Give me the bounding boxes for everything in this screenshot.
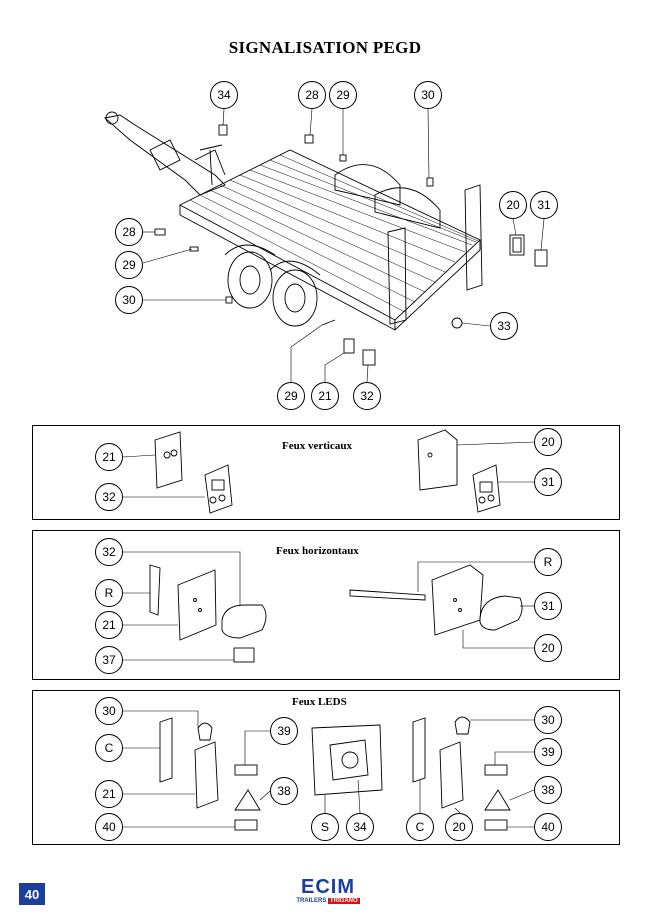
callout-S-led: S bbox=[311, 813, 339, 841]
callout-21-bottom: 21 bbox=[311, 382, 339, 410]
callout-34-led: 34 bbox=[346, 813, 374, 841]
vertical-lights-frame bbox=[32, 425, 620, 520]
callout-20-vertical: 20 bbox=[534, 428, 562, 456]
callout-29-bottom: 29 bbox=[277, 382, 305, 410]
callout-30-led-right: 30 bbox=[534, 706, 562, 734]
callout-39-led-left: 39 bbox=[270, 717, 298, 745]
led-lights-title: Feux LEDS bbox=[292, 696, 347, 708]
callout-32-horizontal: 32 bbox=[95, 538, 123, 566]
callout-29-left: 29 bbox=[115, 251, 143, 279]
callout-39-led-right: 39 bbox=[534, 738, 562, 766]
callout-C-led-right: C bbox=[406, 813, 434, 841]
callout-30-top: 30 bbox=[414, 81, 442, 109]
logo-subtitle: TRAILERS TRIGANO bbox=[288, 898, 368, 904]
callout-33-right: 33 bbox=[490, 312, 518, 340]
logo-sub-left: TRAILERS bbox=[296, 898, 327, 904]
horizontal-lights-title: Feux horizontaux bbox=[276, 545, 359, 557]
callout-20-horizontal: 20 bbox=[534, 634, 562, 662]
callout-30-led-left: 30 bbox=[95, 697, 123, 725]
callout-21-led: 21 bbox=[95, 780, 123, 808]
callout-28-top: 28 bbox=[298, 81, 326, 109]
callout-31-top: 31 bbox=[530, 191, 558, 219]
callout-21-horizontal: 21 bbox=[95, 611, 123, 639]
callout-31-vertical: 31 bbox=[534, 468, 562, 496]
callout-29-top: 29 bbox=[329, 81, 357, 109]
callout-20-led: 20 bbox=[445, 813, 473, 841]
callout-R-horizontal-right: R bbox=[534, 548, 562, 576]
page-number: 40 bbox=[19, 883, 45, 905]
callout-C-led-left: C bbox=[95, 734, 123, 762]
trailer-drawing bbox=[104, 108, 548, 383]
callout-30-left: 30 bbox=[115, 286, 143, 314]
callout-20-top: 20 bbox=[499, 191, 527, 219]
callout-37-horizontal: 37 bbox=[95, 646, 123, 674]
callout-21-vertical: 21 bbox=[95, 443, 123, 471]
logo-sub-right: TRIGANO bbox=[328, 898, 360, 904]
callout-40-led-left: 40 bbox=[95, 813, 123, 841]
callout-32-vertical: 32 bbox=[95, 483, 123, 511]
callout-32-bottom: 32 bbox=[353, 382, 381, 410]
callout-38-led-right: 38 bbox=[534, 776, 562, 804]
led-lights-frame bbox=[32, 690, 620, 845]
callout-R-horizontal-left: R bbox=[95, 579, 123, 607]
page-title: SIGNALISATION PEGD bbox=[228, 38, 422, 57]
vertical-lights-title: Feux verticaux bbox=[282, 440, 352, 452]
callout-34-top: 34 bbox=[210, 81, 238, 109]
callout-31-horizontal: 31 bbox=[534, 592, 562, 620]
ecim-logo: ECIM TRAILERS TRIGANO bbox=[288, 876, 368, 910]
callout-38-led-left: 38 bbox=[270, 777, 298, 805]
callout-40-led-right: 40 bbox=[534, 813, 562, 841]
logo-brand: ECIM bbox=[301, 876, 355, 898]
horizontal-lights-frame bbox=[32, 530, 620, 680]
callout-28-left: 28 bbox=[115, 218, 143, 246]
